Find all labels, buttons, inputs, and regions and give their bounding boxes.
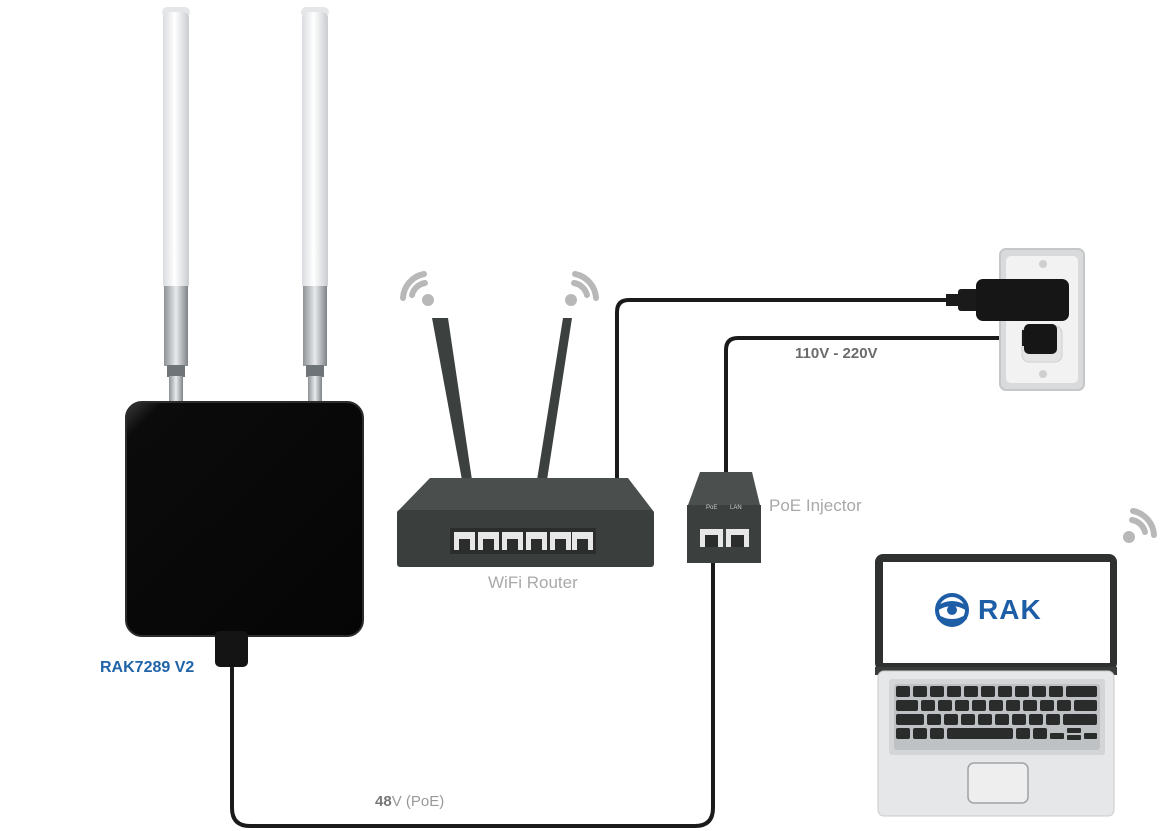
poe-voltage-suffix: (PoE)	[401, 793, 445, 810]
injector-power-cable	[724, 336, 1027, 474]
poe-injector-label: PoE Injector	[769, 496, 862, 515]
router-power-cable	[615, 298, 952, 480]
gateway-label: RAK7289 V2	[100, 659, 195, 676]
rak-logo-text: RAK	[978, 594, 1042, 625]
power-plug	[1022, 324, 1057, 354]
poe-cable	[230, 543, 715, 828]
gateway-antenna-left	[162, 7, 190, 404]
laptop-keyboard	[896, 686, 1097, 740]
gateway-antenna-right	[301, 7, 329, 404]
wifi-router	[397, 318, 654, 567]
power-adapter-plug	[946, 279, 1069, 321]
laptop	[875, 554, 1117, 817]
poe-voltage-unit: V	[391, 793, 402, 810]
injector-port-lan-label: LAN	[730, 505, 742, 511]
wifi-icon-router-left	[400, 271, 434, 306]
wifi-icon-router-right	[565, 271, 599, 306]
router-label: WiFi Router	[488, 573, 578, 592]
cables	[230, 298, 1027, 828]
rak-logo-icon	[935, 593, 969, 627]
poe-voltage-number: 48	[375, 793, 392, 810]
poe-injector: PoE LAN	[687, 472, 761, 563]
wifi-icon-laptop	[1123, 508, 1157, 543]
gateway-device	[125, 401, 364, 667]
laptop-trackpad	[967, 762, 1029, 804]
poe-voltage-label: 48V (PoE)	[375, 793, 444, 810]
injector-port-poe-label: PoE	[706, 505, 717, 511]
mains-voltage-label: 110V - 220V	[795, 345, 878, 362]
